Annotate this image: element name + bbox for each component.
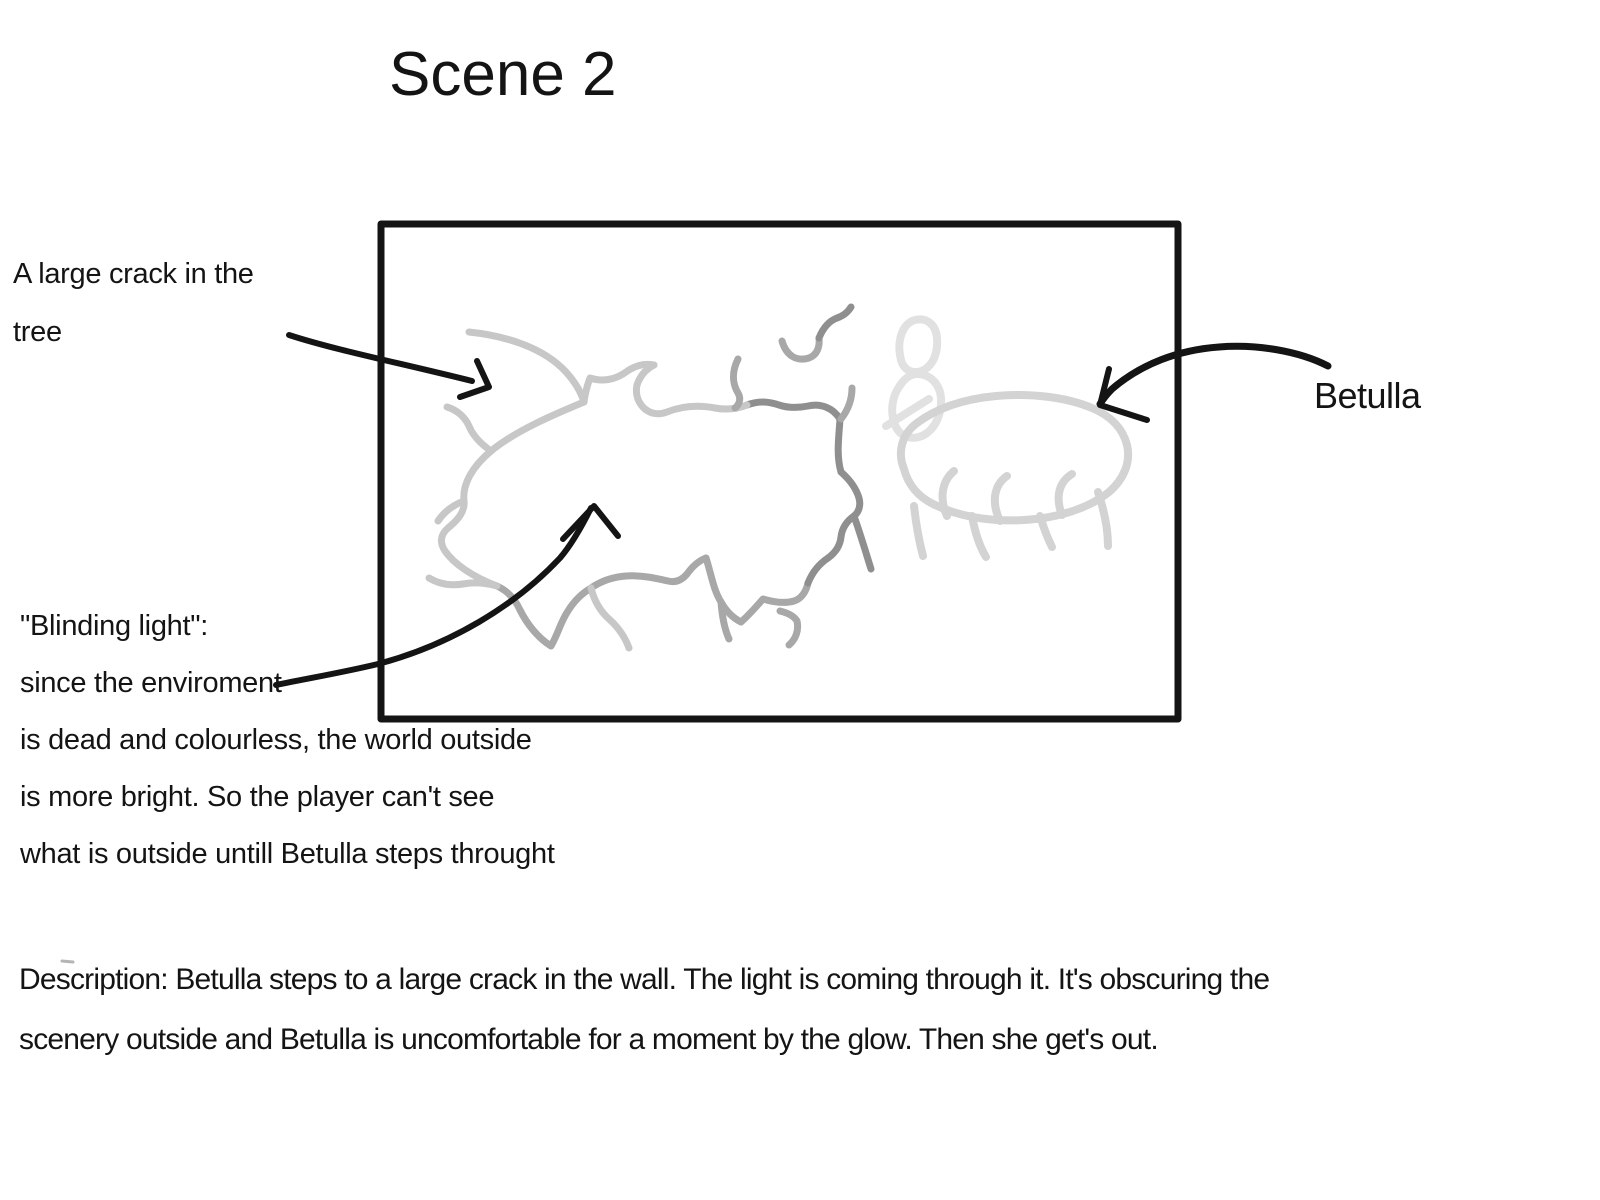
sketch-stroke xyxy=(706,558,808,622)
sketch-stroke xyxy=(721,602,729,639)
scene-title: Scene 2 xyxy=(389,40,617,109)
sketch-stroke xyxy=(447,407,491,451)
sketch-stroke xyxy=(734,359,740,408)
sketch-stroke xyxy=(841,388,852,419)
sketch-stroke xyxy=(886,399,929,426)
sketch-stroke xyxy=(591,558,706,588)
arrow-head xyxy=(1100,369,1147,420)
sketch-stroke xyxy=(497,586,591,646)
arrow-head xyxy=(460,361,489,397)
sketch-stroke xyxy=(438,501,464,521)
sketch-stroke xyxy=(429,578,497,586)
sketch-stroke xyxy=(972,516,986,557)
sketch-stroke xyxy=(782,338,819,359)
betulla-figure-drawing xyxy=(886,319,1128,557)
crack-arrow xyxy=(289,335,489,397)
sketch-stroke xyxy=(780,611,798,645)
sketch-stroke xyxy=(819,307,851,338)
betulla-arrow xyxy=(1100,346,1328,420)
scene-description: Description: Betulla steps to a large cr… xyxy=(19,963,1270,1056)
sketch-stroke xyxy=(747,402,841,472)
sketch-stroke xyxy=(441,402,584,586)
sketch-stroke xyxy=(995,476,1007,521)
sketch-stroke xyxy=(584,364,654,402)
sketch-stroke xyxy=(591,588,629,648)
crack-drawing xyxy=(429,307,871,648)
arrow-head xyxy=(563,506,618,539)
arrow-shaft xyxy=(276,508,591,685)
sketch-stroke xyxy=(1059,474,1072,515)
sketch-stroke xyxy=(1040,516,1052,547)
blinding-light-annotation: "Blinding light": since the enviroment i… xyxy=(20,610,555,870)
crack-annotation: A large crack in the tree xyxy=(13,258,254,348)
sketch-stroke xyxy=(943,471,954,516)
sketch-stroke xyxy=(636,365,747,414)
arrow-shaft xyxy=(1100,346,1328,404)
sketch-stroke xyxy=(899,319,937,372)
sketch-stroke xyxy=(914,506,923,556)
sketch-stroke xyxy=(808,472,860,583)
blinding-light-arrow xyxy=(276,506,618,685)
stray-mark xyxy=(62,961,73,962)
storyboard-frame xyxy=(381,224,1178,719)
sketch-stroke xyxy=(901,395,1128,520)
betulla-annotation: Betulla xyxy=(1314,375,1421,416)
sketch-stroke xyxy=(469,332,584,402)
arrow-shaft xyxy=(289,335,472,381)
sketch-stroke xyxy=(1098,492,1108,546)
sketch-stroke xyxy=(855,519,871,569)
